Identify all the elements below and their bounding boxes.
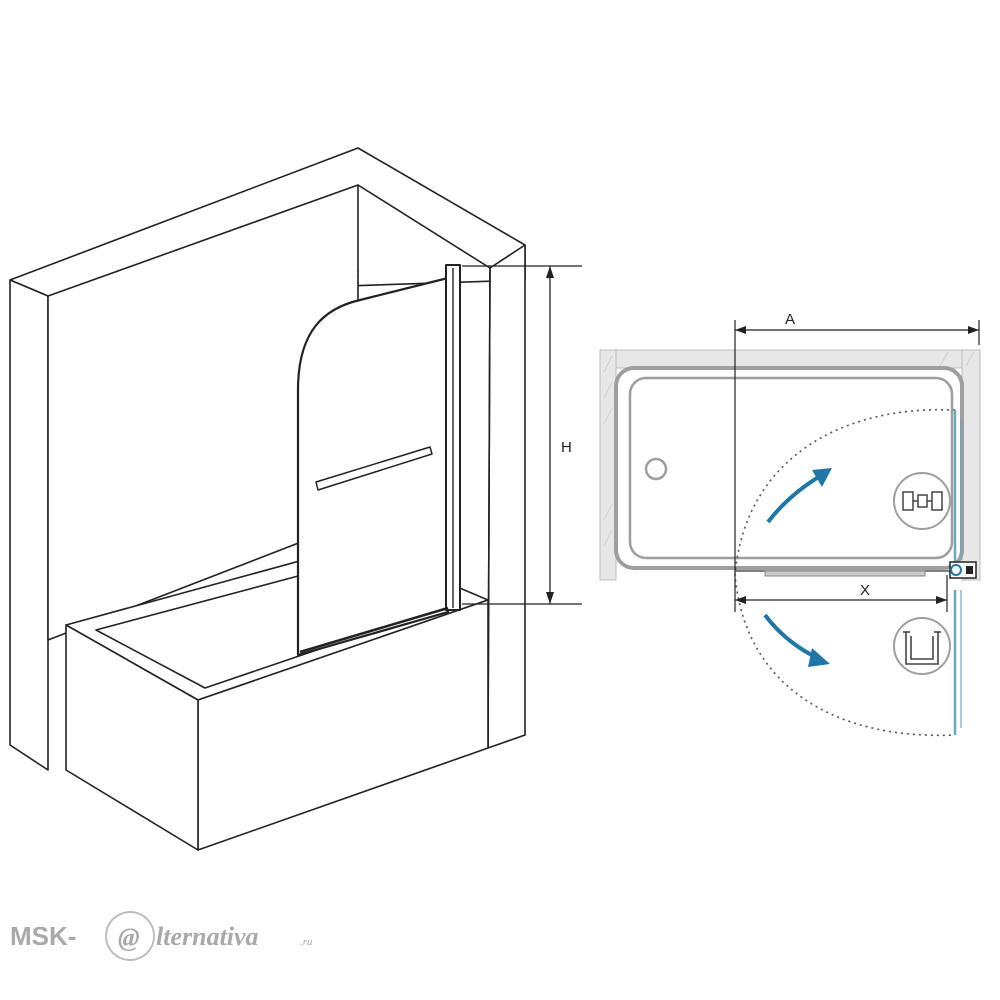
glass-plan	[953, 410, 962, 735]
watermark-logo: MSK- @ lternativa .ru	[10, 911, 313, 961]
profile-detail-icon	[893, 617, 951, 675]
watermark-brand-left: MSK-	[10, 921, 76, 951]
height-label: H	[561, 439, 572, 456]
drain-icon	[644, 457, 668, 481]
watermark-brand-right: lternativa	[156, 922, 259, 951]
swing-arrow-close-icon	[763, 613, 830, 667]
at-sign-icon	[105, 911, 155, 961]
width-x-dimension	[734, 575, 948, 612]
side-wall	[487, 244, 526, 749]
swing-arrow-open-icon	[766, 468, 832, 524]
isometric-view	[9, 147, 582, 851]
plan-view	[599, 320, 981, 737]
width-x-label: X	[860, 582, 870, 599]
watermark-brand-mark: @	[118, 923, 140, 952]
back-wall	[9, 147, 526, 771]
watermark-brand-tld: .ru	[300, 936, 313, 948]
width-a-dimension	[734, 320, 980, 575]
hinge-detail-icon	[893, 472, 951, 530]
hinge-icon	[949, 561, 977, 579]
tub-plan	[614, 366, 964, 570]
closed-glass	[735, 570, 950, 577]
height-dimension	[462, 265, 582, 605]
glass-panel	[296, 264, 461, 657]
width-a-label: A	[785, 311, 795, 328]
